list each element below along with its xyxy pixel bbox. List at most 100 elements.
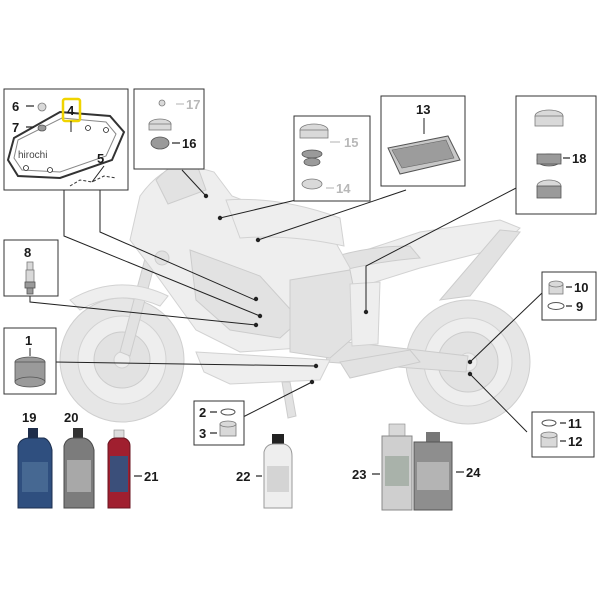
oil-label-19-icon <box>22 462 48 492</box>
spray-cans: 23 24 <box>352 423 481 511</box>
part-number-2: 2 <box>199 405 206 420</box>
part-number-12: 12 <box>568 434 582 449</box>
top-cap-body-icon <box>534 115 564 127</box>
sealing-washer-icon <box>541 419 557 427</box>
seal-body-icon <box>536 153 562 165</box>
tin-cap-icon <box>426 432 440 442</box>
headlight <box>154 250 170 266</box>
part-number-14: 14 <box>336 181 351 196</box>
leader-1 <box>54 361 317 367</box>
red-bottle-cap-icon <box>113 429 125 439</box>
box-drain-plug-engine: 2 3 <box>193 400 245 446</box>
part-number-1: 1 <box>25 333 32 348</box>
anchor-16 <box>203 193 209 199</box>
engine-drain-plug-top-icon <box>219 420 237 428</box>
side-panel <box>189 249 301 339</box>
leader-lines <box>29 169 543 433</box>
anchor-4 <box>253 296 259 302</box>
part-number-10: 10 <box>574 280 588 295</box>
part-number-22: 22 <box>236 469 250 484</box>
leader-13 <box>257 189 407 241</box>
anchor-15 <box>217 215 223 221</box>
belly-pan <box>195 351 331 385</box>
anchor-3 <box>309 379 315 385</box>
anchor-4b <box>257 313 263 319</box>
dust-seal-body-icon <box>536 185 562 199</box>
part-number-20: 20 <box>64 410 78 425</box>
screw-icon <box>37 102 47 112</box>
tin-label-icon <box>417 462 449 490</box>
part-number-13: 13 <box>416 102 430 117</box>
oil-bottle-cap-icon <box>28 428 38 438</box>
box-frame-10 <box>541 271 597 321</box>
leader-15 <box>219 199 297 219</box>
part-number-18: 18 <box>572 151 586 166</box>
part-number-5: 5 <box>97 151 104 166</box>
part-number-21: 21 <box>144 469 158 484</box>
spray-can-cap-icon <box>388 423 406 437</box>
rear-hugger <box>438 229 521 301</box>
anchor-18 <box>363 309 369 315</box>
leader-4b <box>63 190 261 317</box>
fluid-bottle-22: 22 <box>236 434 293 509</box>
anchor-1 <box>313 363 319 369</box>
plug-insulator-icon <box>25 269 35 283</box>
grey-bottle-cap-icon <box>73 428 83 438</box>
float-plate-icon <box>301 178 323 190</box>
leader-5 <box>91 165 105 183</box>
engine-block <box>289 269 363 359</box>
frame-rear <box>349 281 381 347</box>
box-frame-3 <box>193 400 245 446</box>
part-number-8: 8 <box>24 245 31 260</box>
diaphragm-lower-icon <box>303 157 321 167</box>
box-drain-plug-rear: 10 9 <box>541 271 597 321</box>
anchor-8 <box>253 322 259 328</box>
box-cap-15: 15 14 <box>293 115 371 202</box>
valve-cover-gasket-icon <box>6 110 126 180</box>
part-number-6: 6 <box>12 99 19 114</box>
box-spark-plug: 8 <box>3 239 59 297</box>
part-number-19: 19 <box>22 410 36 425</box>
part-number-16: 16 <box>182 136 196 151</box>
part-number-9: 9 <box>576 299 583 314</box>
box-oil-filter: 1 <box>3 327 57 395</box>
leader-10 <box>469 292 543 363</box>
washer-icon <box>37 124 47 132</box>
exhaust <box>339 349 421 379</box>
reservoir-cap-body-icon <box>299 129 329 139</box>
part-number-17: 17 <box>186 97 200 112</box>
box-valve-cover: 6 7 4 5 hirochi <box>3 88 129 191</box>
leader-16 <box>181 169 207 197</box>
part-number-4: 4 <box>67 103 75 118</box>
anchor-10 <box>467 359 473 365</box>
gasket-ring-icon <box>220 408 236 416</box>
anchor-12 <box>467 371 473 377</box>
motorcycle-illustration <box>59 160 531 425</box>
part-number-3: 3 <box>199 426 206 441</box>
box-cap-16: 17 16 <box>133 88 205 170</box>
gasket-inner-icon <box>13 117 117 173</box>
spray-can-label-icon <box>385 456 409 486</box>
oil-label-20-icon <box>67 460 91 492</box>
box-fork-seal: 18 <box>515 95 597 215</box>
cap-body-icon <box>148 123 172 131</box>
plug-hex-icon <box>24 281 36 289</box>
seal-strip-icon <box>69 175 117 187</box>
front-fender <box>69 284 169 311</box>
rubber-boot-icon <box>150 136 170 150</box>
plug-top-icon <box>548 280 564 288</box>
bolt-hole-icon <box>103 127 109 133</box>
oil-filter-bottom-icon <box>14 376 46 388</box>
bolt-hole-icon <box>85 125 91 131</box>
part-number-11: 11 <box>568 416 582 431</box>
leader-18 <box>365 185 521 312</box>
box-frame-4 <box>3 88 129 191</box>
watermark: hirochi <box>18 150 47 161</box>
oil-label-21-icon <box>110 456 128 492</box>
part-number-7: 7 <box>12 120 19 135</box>
coolant-label-icon <box>267 466 289 492</box>
bolt-hole-icon <box>23 165 29 171</box>
filter-media-icon <box>391 139 455 169</box>
box-air-filter: 13 <box>380 95 466 187</box>
